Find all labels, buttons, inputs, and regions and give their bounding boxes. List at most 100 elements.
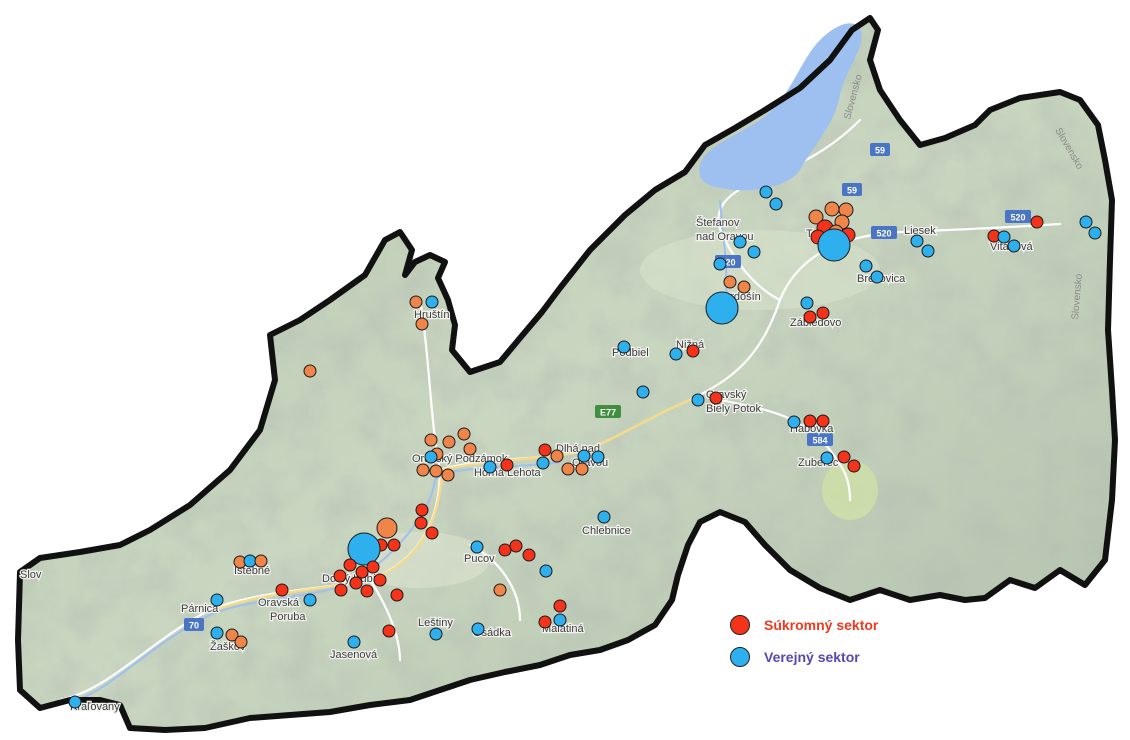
private-sector-marker[interactable] xyxy=(808,209,824,225)
public-sector-marker[interactable] xyxy=(800,296,814,310)
public-sector-marker[interactable] xyxy=(577,449,591,463)
private-sector-marker[interactable] xyxy=(803,414,817,428)
public-sector-marker[interactable] xyxy=(910,234,924,248)
private-sector-marker[interactable] xyxy=(415,503,429,517)
public-sector-marker[interactable] xyxy=(347,532,381,566)
region-boundary xyxy=(15,15,1118,733)
private-sector-marker[interactable] xyxy=(376,517,398,539)
public-sector-marker[interactable] xyxy=(210,593,224,607)
private-sector-marker[interactable] xyxy=(522,548,536,562)
public-sector-marker[interactable] xyxy=(859,259,873,273)
private-sector-marker[interactable] xyxy=(816,414,830,428)
private-sector-marker[interactable] xyxy=(509,539,523,553)
public-sector-marker[interactable] xyxy=(1007,239,1021,253)
private-sector-marker[interactable] xyxy=(416,463,430,477)
public-sector-marker[interactable] xyxy=(870,270,884,284)
private-sector-marker[interactable] xyxy=(816,306,830,320)
private-sector-marker[interactable] xyxy=(737,280,751,294)
public-sector-marker[interactable] xyxy=(705,291,739,325)
public-sector-marker[interactable] xyxy=(1079,215,1093,229)
public-sector-marker[interactable] xyxy=(536,456,550,470)
private-sector-marker[interactable] xyxy=(390,588,404,602)
private-sector-marker[interactable] xyxy=(334,583,348,597)
public-sector-marker[interactable] xyxy=(471,622,485,636)
public-sector-marker[interactable] xyxy=(747,245,761,259)
public-sector-marker[interactable] xyxy=(553,613,567,627)
private-sector-marker[interactable] xyxy=(343,558,357,572)
private-sector-marker[interactable] xyxy=(415,317,429,331)
public-sector-marker[interactable] xyxy=(303,593,317,607)
public-sector-marker[interactable] xyxy=(539,564,553,578)
private-sector-marker[interactable] xyxy=(414,516,428,530)
private-sector-marker[interactable] xyxy=(1030,215,1044,229)
public-sector-marker[interactable] xyxy=(425,295,439,309)
public-sector-marker[interactable] xyxy=(733,235,747,249)
public-sector-marker[interactable] xyxy=(713,257,727,271)
public-sector-marker[interactable] xyxy=(470,540,484,554)
private-sector-marker[interactable] xyxy=(575,462,589,476)
private-sector-marker[interactable] xyxy=(387,538,401,552)
private-sector-marker[interactable] xyxy=(709,391,723,405)
private-sector-marker[interactable] xyxy=(366,560,380,574)
private-sector-marker[interactable] xyxy=(409,295,423,309)
private-sector-marker[interactable] xyxy=(803,310,817,324)
public-sector-marker[interactable] xyxy=(347,635,361,649)
private-sector-marker[interactable] xyxy=(686,344,700,358)
private-sector-marker[interactable] xyxy=(349,576,363,590)
private-sector-marker[interactable] xyxy=(373,573,387,587)
private-sector-marker[interactable] xyxy=(837,450,851,464)
private-sector-marker[interactable] xyxy=(561,462,575,476)
public-sector-marker[interactable] xyxy=(921,244,935,258)
public-sector-marker[interactable] xyxy=(483,460,497,474)
public-sector-marker[interactable] xyxy=(243,554,257,568)
private-sector-marker[interactable] xyxy=(493,583,507,597)
private-sector-marker[interactable] xyxy=(463,442,477,456)
private-sector-marker[interactable] xyxy=(254,554,268,568)
public-sector-marker[interactable] xyxy=(424,450,438,464)
public-sector-marker[interactable] xyxy=(669,347,683,361)
private-sector-marker[interactable] xyxy=(382,624,396,638)
public-sector-marker[interactable] xyxy=(997,230,1011,244)
public-sector-marker[interactable] xyxy=(691,393,705,407)
private-sector-marker[interactable] xyxy=(234,635,248,649)
private-sector-marker[interactable] xyxy=(538,443,552,457)
private-sector-marker[interactable] xyxy=(500,458,514,472)
private-sector-marker[interactable] xyxy=(424,433,438,447)
road-shield-e77: E77 xyxy=(595,405,621,418)
private-sector-marker[interactable] xyxy=(441,468,455,482)
public-sector-marker[interactable] xyxy=(597,510,611,524)
place-label-jasenova: Jasenová xyxy=(330,649,378,661)
private-sector-marker[interactable] xyxy=(538,615,552,629)
private-sector-marker[interactable] xyxy=(553,599,567,613)
public-sector-marker[interactable] xyxy=(617,340,631,354)
public-sector-marker[interactable] xyxy=(636,385,650,399)
facility-markers[interactable] xyxy=(68,185,1102,709)
private-sector-marker[interactable] xyxy=(457,427,471,441)
private-sector-marker[interactable] xyxy=(225,628,239,642)
public-sector-marker[interactable] xyxy=(787,415,801,429)
private-sector-marker[interactable] xyxy=(355,565,369,579)
private-sector-marker[interactable] xyxy=(429,464,443,478)
private-sector-marker[interactable] xyxy=(360,584,374,598)
private-sector-marker[interactable] xyxy=(550,449,564,463)
public-sector-marker[interactable] xyxy=(769,197,783,211)
public-sector-marker[interactable] xyxy=(210,626,224,640)
private-sector-marker[interactable] xyxy=(847,459,861,473)
public-sector-marker[interactable] xyxy=(820,451,834,465)
private-sector-marker[interactable] xyxy=(824,201,840,217)
public-sector-marker[interactable] xyxy=(429,627,443,641)
private-sector-marker[interactable] xyxy=(303,364,317,378)
public-sector-marker[interactable] xyxy=(817,228,851,262)
private-sector-marker[interactable] xyxy=(275,583,289,597)
public-sector-marker[interactable] xyxy=(1088,226,1102,240)
public-sector-marker[interactable] xyxy=(759,185,773,199)
private-sector-marker[interactable] xyxy=(333,569,347,583)
private-sector-marker[interactable] xyxy=(723,275,737,289)
private-sector-marker[interactable] xyxy=(442,435,456,449)
public-sector-marker[interactable] xyxy=(591,450,605,464)
public-sector-marker[interactable] xyxy=(68,695,82,709)
private-sector-marker[interactable] xyxy=(425,526,439,540)
private-sector-marker[interactable] xyxy=(498,543,512,557)
